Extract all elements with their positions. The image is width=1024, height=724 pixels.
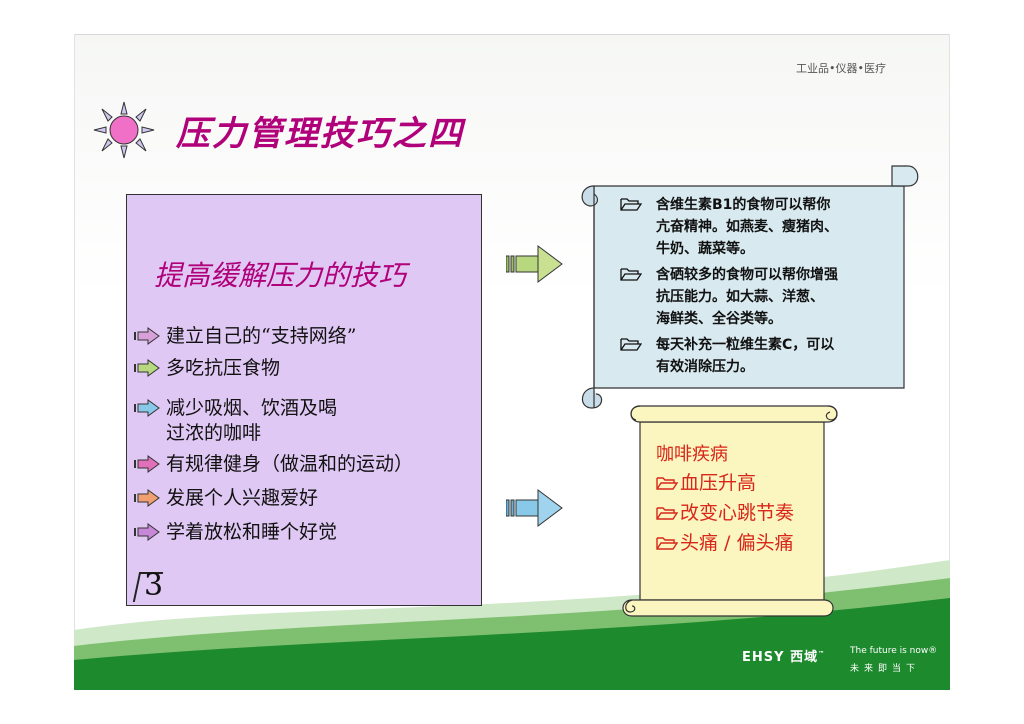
food-text: 每天补充一粒维生素C，可以 有效消除压力。 <box>656 337 835 375</box>
tip-text: 建立自己的“支持网络” <box>166 325 357 347</box>
disease-scroll <box>622 405 838 617</box>
slide-border-top <box>74 34 950 35</box>
disease-title: 咖啡疾病 <box>656 444 728 465</box>
brand-logo: EHSY 西域™ <box>742 650 826 665</box>
tips-heading: 提高缓解压力的技巧 <box>154 259 407 292</box>
food-text: 含硒较多的食物可以帮你增强 抗压能力。如大蒜、洋葱、 海鲜类、全谷类等。 <box>656 267 838 327</box>
tip-item: 多吃抗压食物 <box>134 356 280 381</box>
open-folder-icon <box>656 477 678 490</box>
tip-item: 减少吸烟、饮酒及喝 过浓的咖啡 <box>134 396 337 446</box>
page-number: 3 <box>144 568 164 603</box>
food-scroll <box>581 165 919 409</box>
tip-text: 学着放松和睡个好觉 <box>166 521 338 543</box>
disease-text: 改变心跳节奏 <box>680 502 795 524</box>
open-folder-icon <box>656 537 678 550</box>
tip-item: 学着放松和睡个好觉 <box>134 520 337 545</box>
food-item: 含硒较多的食物可以帮你增强 抗压能力。如大蒜、洋葱、 海鲜类、全谷类等。 <box>620 264 838 330</box>
open-folder-icon <box>620 338 642 351</box>
disease-item: 血压升高 <box>656 468 756 495</box>
page-title: 压力管理技巧之四 <box>176 114 464 154</box>
arrow-right-icon <box>134 489 160 507</box>
disease-text: 血压升高 <box>680 472 757 494</box>
tip-text: 多吃抗压食物 <box>166 357 281 379</box>
arrow-right-icon <box>134 399 160 417</box>
tip-text: 发展个人兴趣爱好 <box>166 487 319 509</box>
arrow-right-icon <box>134 455 160 473</box>
slogan-english: The future is now® <box>850 646 938 656</box>
sun-icon <box>93 101 155 159</box>
tips-panel <box>126 194 482 606</box>
slide-border-left <box>74 34 75 690</box>
tip-item: 建立自己的“支持网络” <box>134 324 356 349</box>
arrow-to-food-icon <box>506 245 563 283</box>
slide-border-right <box>949 34 950 690</box>
arrow-to-disease-icon <box>506 489 563 527</box>
company-tag: 工业品•仪器•医疗 <box>796 62 886 75</box>
slogan-chinese: 未来即当下 <box>850 664 921 674</box>
disease-text: 头痛 / 偏头痛 <box>680 532 794 554</box>
open-folder-icon <box>620 268 642 281</box>
arrow-right-icon <box>134 359 160 377</box>
food-item: 每天补充一粒维生素C，可以 有效消除压力。 <box>620 334 834 378</box>
arrow-right-icon <box>134 327 160 345</box>
open-folder-icon <box>620 198 642 211</box>
disease-item: 改变心跳节奏 <box>656 498 794 525</box>
arrow-right-icon <box>134 523 160 541</box>
tip-item: 发展个人兴趣爱好 <box>134 486 318 511</box>
food-text: 含维生素B1的食物可以帮你 亢奋精神。如燕麦、瘦猪肉、 牛奶、蔬菜等。 <box>656 197 838 257</box>
tip-text: 减少吸烟、饮酒及喝 过浓的咖啡 <box>166 397 338 444</box>
food-item: 含维生素B1的食物可以帮你 亢奋精神。如燕麦、瘦猪肉、 牛奶、蔬菜等。 <box>620 194 838 260</box>
tip-text: 有规律健身（做温和的运动） <box>166 453 414 475</box>
open-folder-icon <box>656 507 678 520</box>
disease-item: 头痛 / 偏头痛 <box>656 528 793 555</box>
tip-item: 有规律健身（做温和的运动） <box>134 452 413 477</box>
